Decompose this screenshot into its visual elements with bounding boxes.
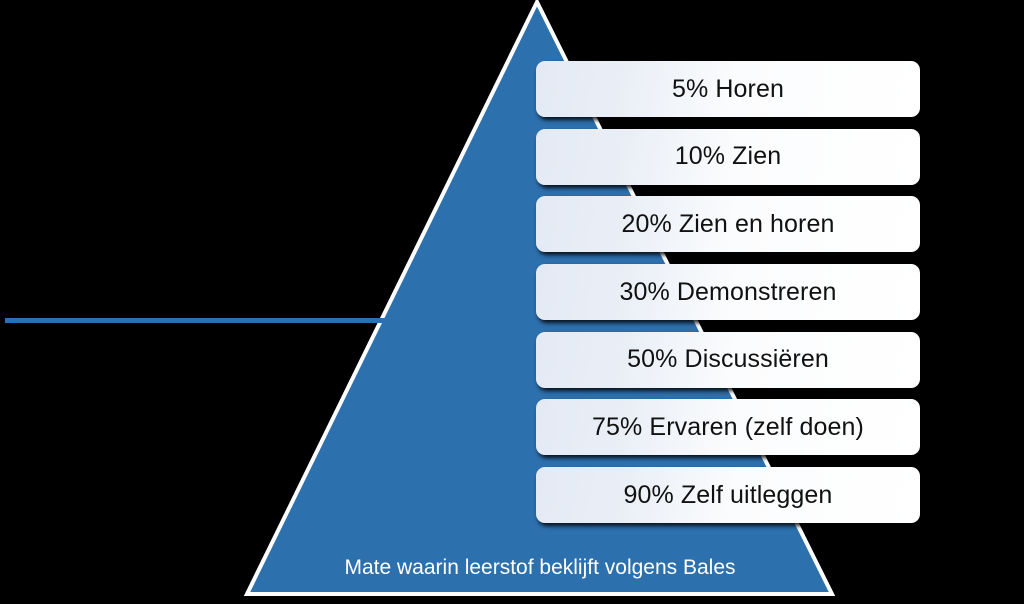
row-label: 5% Horen	[672, 74, 784, 103]
row-label: 30% Demonstreren	[619, 277, 837, 306]
pyramid-label-list: 5% Horen 10% Zien 20% Zien en horen 30% …	[536, 61, 920, 523]
row-label: 75% Ervaren (zelf doen)	[592, 412, 864, 441]
list-item[interactable]: 20% Zien en horen	[536, 196, 920, 253]
list-item[interactable]: 50% Discussiëren	[536, 331, 920, 388]
figure-caption: Mate waarin leerstof beklijft volgens Ba…	[344, 556, 736, 579]
list-item[interactable]: 5% Horen	[536, 61, 920, 117]
list-item[interactable]: 30% Demonstreren	[536, 264, 920, 320]
row-label: 50% Discussiëren	[627, 345, 829, 374]
list-item[interactable]: 90% Zelf uitleggen	[536, 467, 920, 523]
row-label: 10% Zien	[674, 142, 782, 171]
row-label: 90% Zelf uitleggen	[623, 480, 833, 509]
list-item[interactable]: 10% Zien	[536, 128, 920, 185]
row-label: 20% Zien en horen	[621, 209, 835, 238]
leader-line	[5, 318, 395, 323]
list-item[interactable]: 75% Ervaren (zelf doen)	[536, 399, 920, 456]
